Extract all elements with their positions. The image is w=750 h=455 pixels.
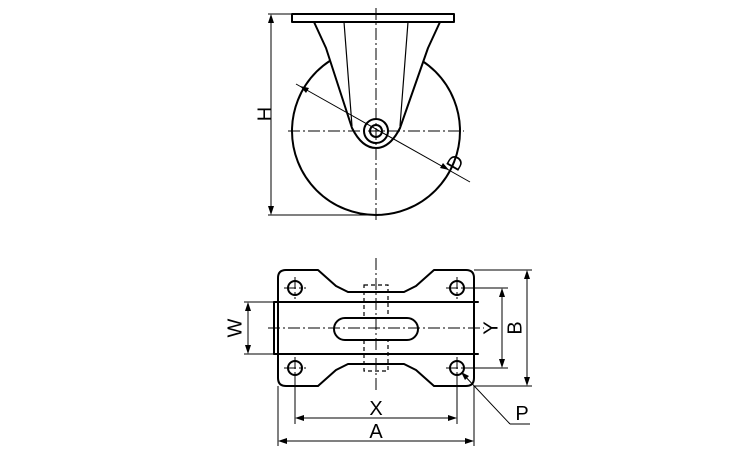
label-b: B bbox=[504, 321, 526, 334]
h-arrow-bottom bbox=[268, 206, 274, 215]
b-arrow-top bbox=[524, 270, 530, 279]
label-y: Y bbox=[480, 321, 502, 334]
x-arrow-left bbox=[295, 415, 304, 421]
b-arrow-bottom bbox=[524, 377, 530, 386]
d-arrow-start bbox=[300, 86, 309, 93]
p-leader-line bbox=[461, 372, 511, 425]
label-x: X bbox=[369, 398, 382, 420]
d-arrow-end bbox=[440, 163, 449, 170]
label-a: A bbox=[369, 421, 383, 443]
a-arrow-right bbox=[465, 438, 474, 444]
p-leader-arrow bbox=[461, 372, 469, 380]
label-w: W bbox=[224, 318, 246, 337]
a-arrow-left bbox=[278, 438, 287, 444]
label-h: H bbox=[254, 107, 276, 121]
label-p: P bbox=[515, 403, 528, 425]
h-arrow-top bbox=[268, 14, 274, 23]
label-d: D bbox=[443, 151, 469, 175]
d-dimension-line bbox=[295, 83, 471, 183]
x-arrow-right bbox=[448, 415, 457, 421]
fork-inner-lines bbox=[343, 21, 409, 127]
side-view: H D bbox=[254, 8, 471, 220]
w-arrow-bottom bbox=[245, 345, 251, 354]
y-arrow-top bbox=[499, 288, 505, 297]
y-arrow-bottom bbox=[499, 359, 505, 368]
w-arrow-top bbox=[245, 302, 251, 311]
top-plate bbox=[291, 13, 455, 23]
fork-bracket bbox=[313, 21, 441, 149]
top-view: W Y B X A P bbox=[224, 258, 532, 446]
